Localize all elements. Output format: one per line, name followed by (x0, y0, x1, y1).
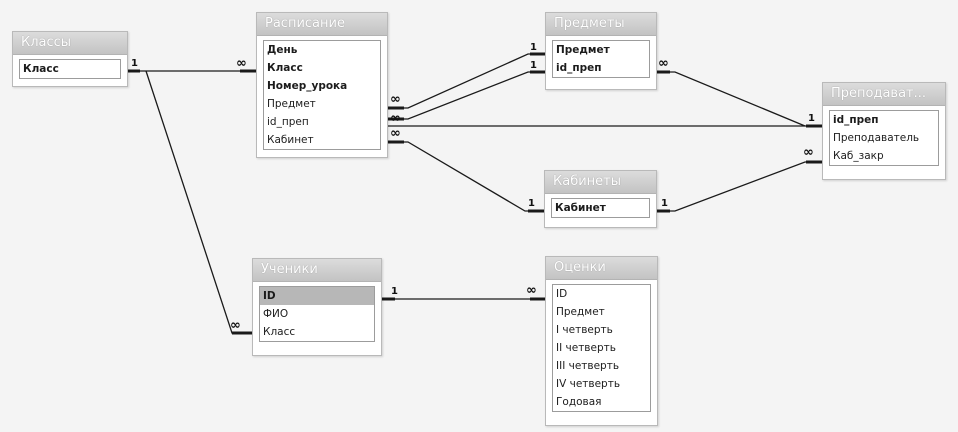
card-many: ∞ (230, 318, 241, 333)
field-id[interactable]: ID (260, 287, 374, 305)
field-list: Класс (19, 59, 121, 79)
rel-raspisanie-predmety-2 (388, 71, 545, 120)
field-list: Предмет id_преп (552, 40, 650, 78)
rel-raspisanie-predmety-1 (388, 53, 545, 109)
card-one: 1 (391, 286, 398, 297)
field-iii-chetvert[interactable]: III четверть (556, 360, 620, 372)
card-many: ∞ (390, 92, 401, 107)
table-title[interactable]: Классы (13, 32, 127, 55)
card-one: 1 (808, 113, 815, 124)
table-ucheniki[interactable]: Ученики ID ФИО Класс (252, 258, 382, 356)
table-kabinety[interactable]: Кабинеты Кабинет (544, 170, 657, 228)
field-id-prep[interactable]: id_преп (267, 116, 309, 128)
field-nomer-uroka[interactable]: Номер_урока (267, 80, 348, 92)
field-id[interactable]: ID (556, 288, 568, 300)
field-godovaya[interactable]: Годовая (556, 396, 602, 408)
card-one: 1 (530, 60, 537, 71)
table-title[interactable]: Преподават... (823, 83, 945, 106)
card-one: 1 (530, 42, 537, 53)
table-prepodavateli[interactable]: Преподават... id_преп Преподаватель Каб_… (822, 82, 946, 180)
field-ii-chetvert[interactable]: II четверть (556, 342, 616, 354)
field-prepodavatel[interactable]: Преподаватель (833, 132, 920, 144)
card-many: ∞ (390, 126, 401, 141)
field-kabinet[interactable]: Кабинет (555, 202, 606, 214)
card-many: ∞ (803, 145, 814, 160)
rel-kabinety-prepodavateli (655, 161, 822, 212)
rel-predmety-prepodavateli (655, 71, 806, 127)
table-title[interactable]: Оценки (546, 257, 657, 280)
field-list: День Класс Номер_урока Предмет id_преп К… (263, 40, 381, 150)
table-title[interactable]: Ученики (253, 259, 381, 282)
field-klass[interactable]: Класс (267, 62, 303, 74)
card-many: ∞ (658, 56, 669, 71)
field-kabinet[interactable]: Кабинет (267, 134, 314, 146)
rel-raspisanie-kabinety (388, 141, 544, 212)
card-one: 1 (661, 198, 668, 209)
field-list: ID ФИО Класс (259, 286, 375, 342)
card-one: 1 (131, 58, 138, 69)
field-kab-zakr[interactable]: Каб_закр (833, 150, 884, 162)
field-klass[interactable]: Класс (263, 326, 296, 338)
card-many: ∞ (236, 56, 247, 71)
card-many: ∞ (390, 111, 401, 126)
field-list: ID Предмет I четверть II четверть III че… (552, 284, 651, 412)
table-title[interactable]: Расписание (257, 13, 387, 36)
card-one: 1 (528, 198, 535, 209)
field-predmet[interactable]: Предмет (556, 306, 605, 318)
field-den[interactable]: День (267, 44, 298, 56)
table-predmety[interactable]: Предметы Предмет id_преп (545, 12, 657, 90)
field-iv-chetvert[interactable]: IV четверть (556, 378, 621, 390)
field-predmet[interactable]: Предмет (556, 44, 610, 56)
rel-klassy-ucheniki (145, 70, 252, 334)
table-title[interactable]: Кабинеты (545, 171, 656, 194)
field-id-prep[interactable]: id_преп (833, 114, 879, 126)
field-klass[interactable]: Класс (23, 63, 59, 75)
table-title[interactable]: Предметы (546, 13, 656, 36)
field-predmet[interactable]: Предмет (267, 98, 316, 110)
field-list: Кабинет (551, 198, 650, 218)
table-raspisanie[interactable]: Расписание День Класс Номер_урока Предме… (256, 12, 388, 158)
field-fio[interactable]: ФИО (263, 308, 289, 320)
field-i-chetvert[interactable]: I четверть (556, 324, 613, 336)
table-klassy[interactable]: Классы Класс (12, 31, 128, 87)
field-list: id_преп Преподаватель Каб_закр (829, 110, 939, 166)
field-id-prep[interactable]: id_преп (556, 62, 602, 74)
table-ocenki[interactable]: Оценки ID Предмет I четверть II четверть… (545, 256, 658, 426)
card-many: ∞ (526, 283, 537, 298)
